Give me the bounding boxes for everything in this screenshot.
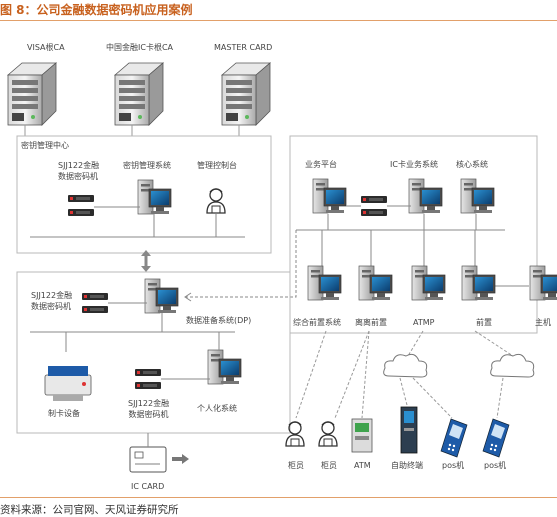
teller-icon-1	[285, 421, 305, 447]
endpoint-label-terminal: 自助终端	[391, 461, 423, 470]
bottom-rule	[0, 497, 557, 498]
endpoint-label-teller-1: 柜员	[288, 461, 304, 470]
personalization-pc-icon	[207, 349, 242, 385]
ic-system-label: IC卡业务系统	[390, 160, 438, 169]
endpoint-label-teller-2: 柜员	[321, 461, 337, 470]
biz-hsm-icon-1	[361, 196, 387, 203]
ic-card-label: IC CARD	[131, 482, 165, 491]
mastercard-label: MASTER CARD	[214, 43, 273, 52]
endpoint-label-pos-1: pos机	[442, 461, 465, 470]
dp-hsm2-label: SJJ122金融 数据密码机	[128, 399, 170, 419]
vertical-double-arrow	[141, 250, 151, 272]
ic-card-arrow	[172, 454, 189, 464]
figure-title: 图 8：公司金融数据密码机应用案例	[0, 3, 193, 17]
ic-card-system-pc-icon	[408, 178, 443, 214]
dp-hsm-icon-2	[82, 306, 108, 313]
dp-hsm-icon-1	[82, 293, 108, 300]
data-prep-box	[16, 271, 291, 434]
integrated-front-label: 综合前置系统	[293, 318, 341, 327]
china-ic-ca-server-icon	[114, 62, 164, 126]
atm-icon	[351, 418, 373, 453]
front-pc-icon	[461, 265, 496, 301]
dp-hsm-label: SJJ122金融 数据密码机	[31, 291, 73, 311]
pos-terminal-icon-1	[440, 418, 468, 458]
integrated-front-pc-icon	[307, 265, 342, 301]
network-cloud-icon-1	[383, 353, 428, 378]
core-system-label: 核心系统	[456, 160, 488, 169]
atmp-label: ATMP	[413, 318, 435, 327]
self-service-terminal-icon	[400, 406, 418, 454]
kmc-hsm-label: SJJ122金融 数据密码机	[58, 161, 100, 181]
core-system-pc-icon	[460, 178, 495, 214]
biz-platform-label: 业务平台	[305, 160, 337, 169]
kmc-system-pc-icon	[137, 179, 172, 215]
personalization-label: 个人化系统	[197, 404, 237, 413]
ic-card-icon	[129, 446, 167, 473]
biz-platform-pc-icon	[312, 178, 347, 214]
network-cloud-icon-2	[490, 353, 535, 378]
visa-ca-server-icon	[7, 62, 57, 126]
teller-icon-2	[318, 421, 338, 447]
endpoint-label-pos-2: pos机	[484, 461, 507, 470]
offsite-front-pc-icon	[358, 265, 393, 301]
dp-system-pc-icon	[144, 278, 179, 314]
business-box	[289, 135, 538, 334]
kmc-hsm-icon-1	[68, 195, 94, 202]
kmc-hsm-icon-2	[68, 209, 94, 216]
offsite-front-label: 离离前置	[355, 318, 387, 327]
biz-hsm-icon-2	[361, 209, 387, 216]
host-pc-icon	[529, 265, 557, 301]
console-label: 管理控制台	[197, 161, 237, 170]
card-device-label: 制卡设备	[48, 409, 80, 418]
dp-hsm-icon-3	[135, 369, 161, 376]
source-note: 资料来源：公司官网、天风证券研究所	[0, 504, 179, 516]
visa-ca-label: VISA根CA	[27, 43, 65, 52]
card-printer-icon	[44, 366, 92, 401]
endpoint-label-atm: ATM	[354, 461, 371, 470]
dashed-arrow-to-dp	[184, 230, 297, 302]
host-label: 主机	[535, 318, 551, 327]
dp-system-label: 数据准备系统(DP)	[186, 316, 252, 325]
china-ic-ca-label: 中国金融IC卡根CA	[106, 43, 174, 52]
atmp-pc-icon	[411, 265, 446, 301]
mastercard-server-icon	[221, 62, 271, 126]
kmc-title: 密钥管理中心	[21, 141, 69, 150]
dp-hsm-icon-4	[135, 382, 161, 389]
top-rule	[0, 20, 557, 21]
front-label: 前置	[476, 318, 492, 327]
kmc-system-label: 密钥管理系统	[123, 161, 171, 170]
pos-terminal-icon-2	[482, 418, 510, 458]
console-operator-icon	[206, 188, 226, 214]
